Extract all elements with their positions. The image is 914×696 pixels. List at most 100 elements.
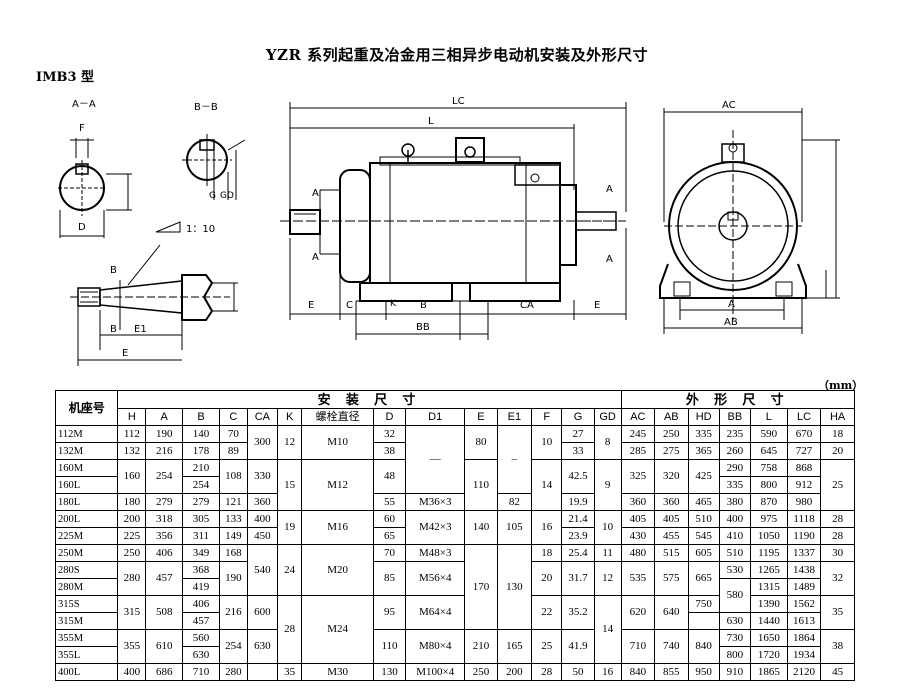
cell-b: 311 — [182, 527, 220, 545]
cell-b: 210 — [182, 459, 220, 477]
cell-g: 25.4 — [561, 544, 595, 562]
label-a-2: A — [312, 252, 319, 263]
cell-k: 35 — [276, 663, 303, 681]
cell-lc: 1438 — [786, 561, 822, 579]
cell-d: 65 — [372, 527, 407, 545]
motor-front-view: AC A AB — [659, 100, 840, 334]
cell-c: 216 — [218, 595, 248, 630]
cell-bb: 510 — [718, 544, 751, 562]
col-hd: HD — [687, 408, 720, 426]
cell-lc: 670 — [786, 425, 822, 443]
col-lc: LC — [786, 408, 822, 426]
col-e: E — [464, 408, 498, 426]
cell-l: 1315 — [749, 578, 788, 596]
label-b-b: B－B — [194, 102, 218, 113]
cell-b: 630 — [182, 646, 220, 664]
label-ca: CA — [520, 300, 534, 311]
cell-bb: 530 — [718, 561, 751, 579]
table-row: 180L 180 279 279 121 360 55 M36×3 82 19.… — [54, 493, 855, 511]
cell-l: 1440 — [749, 612, 788, 630]
cell-d: 70 — [372, 544, 407, 562]
cell-g: 33 — [561, 442, 595, 460]
cell-bolt: M12 — [301, 459, 374, 511]
cell-h: 132 — [117, 442, 147, 460]
label-a-3: A — [606, 184, 613, 195]
cell-h: 315 — [117, 595, 147, 630]
cell-bb: 335 — [718, 476, 751, 494]
cell-a: 190 — [145, 425, 184, 443]
label-b-mid: B — [420, 300, 427, 311]
cell-d: 110 — [372, 629, 407, 664]
cell-gd: 16 — [593, 663, 622, 681]
cell-ha: 28 — [820, 510, 855, 528]
cell-g: 41.9 — [561, 629, 595, 664]
cell-e1: 165 — [496, 629, 533, 664]
label-b-top: B — [110, 265, 117, 276]
group-outline: 外 形 尺 寸 — [620, 390, 856, 409]
col-l: L — [749, 408, 788, 426]
motor-outline-drawing: A－A F D B－B G GD 1：10 B — [58, 96, 840, 366]
cell-ha: 38 — [820, 629, 855, 664]
cell-d: 38 — [372, 442, 407, 460]
cell-model: 355M — [54, 629, 119, 647]
cell-bolt: M16 — [301, 510, 374, 545]
cell-hd: 840 — [687, 629, 720, 664]
table-row: 160L 254 335 800 912 — [54, 476, 855, 494]
cell-ha: 45 — [820, 663, 855, 681]
cell-d1: M80×4 — [405, 629, 466, 664]
cell-lc: 1118 — [786, 510, 822, 528]
cell-model: 280S — [54, 561, 119, 579]
cell-hd — [687, 612, 720, 630]
cell-l: 1050 — [749, 527, 788, 545]
cell-ac: 480 — [620, 544, 656, 562]
cell-h: 400 — [117, 663, 147, 681]
cell-ha: 25 — [820, 459, 855, 511]
cell-bb: 730 — [718, 629, 751, 647]
cell-ha: 28 — [820, 527, 855, 545]
cell-f: 25 — [531, 629, 563, 664]
cell-e: 110 — [464, 459, 498, 511]
cell-l: 1265 — [749, 561, 788, 579]
cell-ac: 430 — [620, 527, 656, 545]
cell-ab: 275 — [654, 442, 689, 460]
cell-e: 140 — [464, 510, 498, 545]
col-k: K — [276, 408, 303, 426]
cell-ab: 455 — [654, 527, 689, 545]
cell-e1: – — [496, 425, 533, 494]
cell-e1: 105 — [496, 510, 533, 545]
cell-gd: 12 — [593, 561, 622, 596]
table-row: 315S 315 508 406 216 600 28 M24 95 M64×4… — [54, 595, 855, 664]
cell-ha: 30 — [820, 544, 855, 562]
cell-lc: 1864 — [786, 629, 822, 647]
cell-ac: 620 — [620, 595, 656, 630]
cell-h: 200 — [117, 510, 147, 528]
cell-model: 355L — [54, 646, 119, 664]
cell-h: 160 — [117, 459, 147, 494]
cell-model: 132M — [54, 442, 119, 460]
cell-c: 121 — [218, 493, 248, 511]
cell-d1: M64×4 — [405, 595, 466, 630]
cell-k: 12 — [276, 425, 303, 460]
cell-a: 686 — [145, 663, 184, 681]
cell-c: 254 — [218, 629, 248, 664]
label-f: F — [79, 123, 85, 134]
cell-a: 610 — [145, 629, 184, 664]
table-row: 315M 457 630 1440 1613 — [54, 612, 855, 630]
cell-hd: 605 — [687, 544, 720, 562]
cell-h: 250 — [117, 544, 147, 562]
taper-shaft: B B E1 E — [70, 244, 238, 366]
col-bb: BB — [718, 408, 751, 426]
table-row: 112M 112 190 140 70 300 12 M10 32 — 80 –… — [54, 425, 855, 494]
cell-ca: 400 — [246, 510, 278, 528]
table-row: 280S 280 457 368 190 85 M56×4 20 31.7 12… — [54, 561, 855, 596]
cell-d: 32 — [372, 425, 407, 443]
cell-b: 254 — [182, 476, 220, 494]
cell-g: 31.7 — [561, 561, 595, 596]
cell-ca: 630 — [246, 629, 278, 664]
label-d: D — [78, 222, 86, 233]
page-title: YZR 系列起重及冶金用三相异步电动机安装及外形尺寸 — [265, 46, 649, 64]
cell-ab: 855 — [654, 663, 689, 681]
label-g: G — [209, 191, 216, 201]
cell-ac: 245 — [620, 425, 656, 443]
cell-b: 419 — [182, 578, 220, 596]
